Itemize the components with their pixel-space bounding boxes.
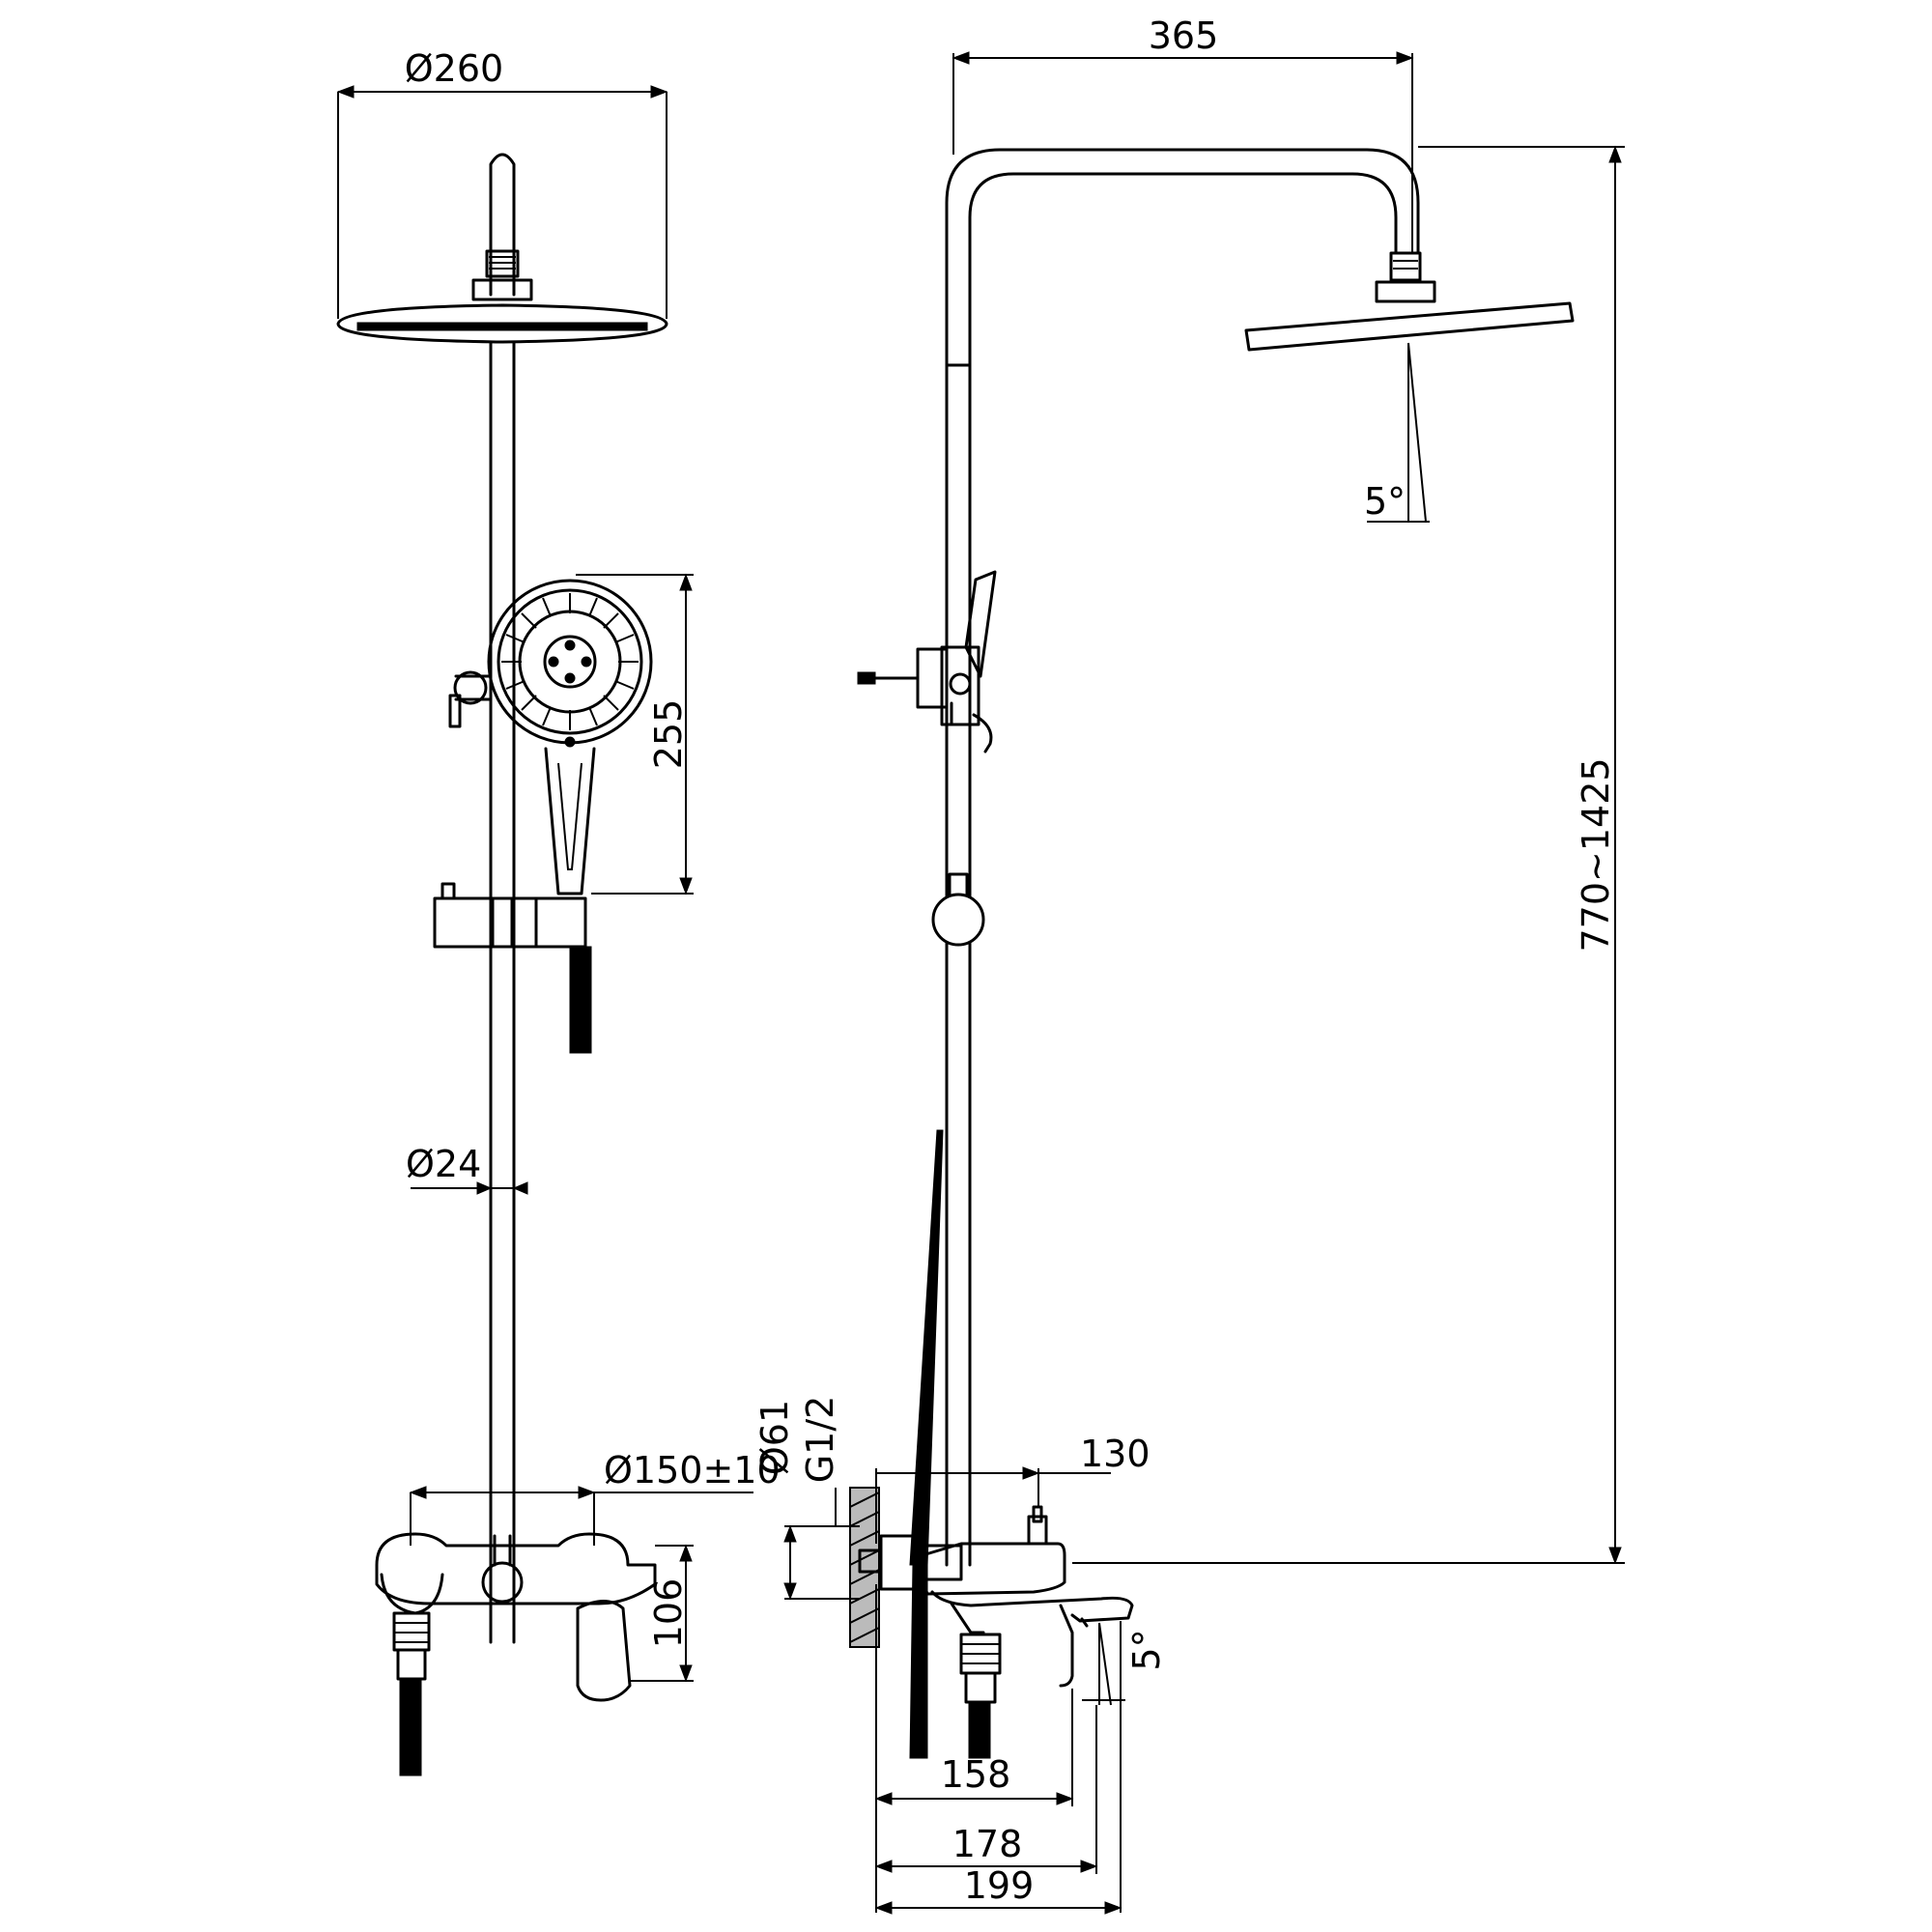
side-mixer	[858, 1505, 1134, 1759]
dim-head-tilt: 5°	[1364, 480, 1406, 523]
side-overhead-shower-head	[1244, 251, 1575, 523]
dim-rail-diameter: Ø24	[406, 1143, 481, 1185]
side-spout-tilt	[1082, 1622, 1125, 1706]
dim-handshower-height: 255	[647, 699, 690, 770]
front-slide-rail	[489, 341, 516, 1644]
side-bracket-and-hand-shower	[857, 570, 997, 753]
dim-arm-reach: 365	[1149, 14, 1219, 57]
dim-depth-a: 158	[941, 1753, 1011, 1796]
front-dimension-lines	[336, 85, 753, 1683]
side-riser-and-arm	[945, 148, 1420, 1567]
front-upper-hose	[569, 946, 592, 1054]
dim-height-range: 770~1425	[1575, 757, 1617, 952]
side-view: 365 5° 770~1425 Ø61 G1/2 130 5° 158 178 …	[753, 14, 1625, 1915]
dim-depth-c: 199	[964, 1864, 1035, 1907]
dim-mixer-height: 106	[647, 1578, 690, 1649]
front-overhead-shower-head	[336, 153, 668, 344]
side-dimension-lines	[783, 51, 1625, 1915]
dim-flange-diameter: Ø61	[753, 1400, 796, 1475]
front-mixer	[375, 1532, 657, 1776]
dim-spout-tilt: 5°	[1125, 1629, 1168, 1670]
dim-depth-b: 178	[952, 1823, 1023, 1865]
front-wall-bracket	[448, 670, 493, 728]
front-slider-holder	[433, 882, 587, 949]
dim-mixer-centers: Ø150±10	[604, 1449, 781, 1492]
side-hose	[909, 1129, 944, 1759]
front-view: Ø260 255 Ø24 Ø150±10 106	[336, 47, 781, 1776]
front-hand-shower	[487, 579, 653, 895]
dim-mixer-offset: 130	[1080, 1433, 1151, 1475]
side-wall-section	[849, 1487, 880, 1648]
dim-head-diameter: Ø260	[405, 47, 503, 90]
dim-thread: G1/2	[799, 1396, 841, 1484]
side-slider-knob	[931, 872, 985, 947]
